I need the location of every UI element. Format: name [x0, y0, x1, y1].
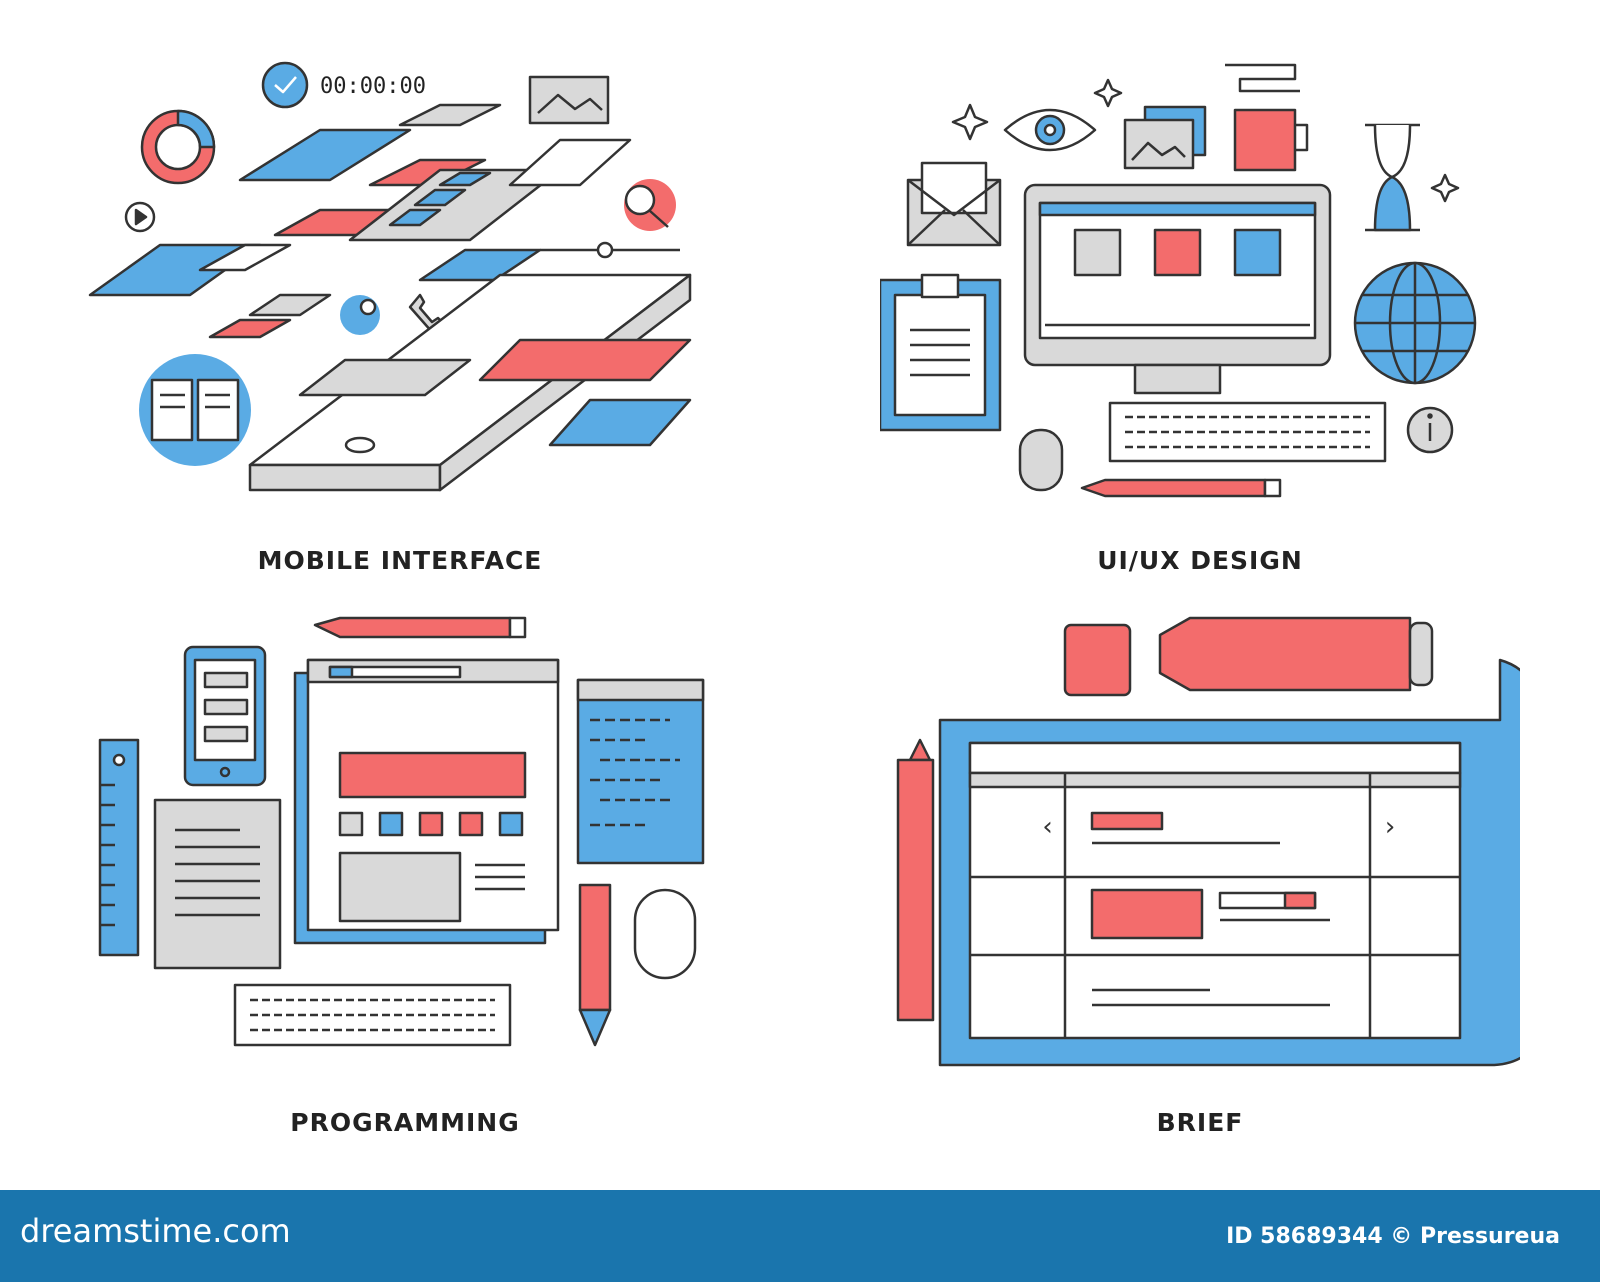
brief-illustration: ‹ › [896, 616, 1520, 1067]
settings-icon [340, 295, 380, 335]
monitor-illustration [1023, 183, 1332, 395]
highlighter-icon [1063, 616, 1434, 697]
svg-text:›: › [1382, 812, 1398, 842]
caption-brief: BRIEF [1156, 1108, 1244, 1137]
image-icon [528, 75, 610, 125]
globe-icon [1353, 261, 1477, 385]
keyboard-icon [233, 983, 512, 1047]
mouse-icon [633, 888, 697, 980]
ui-ux-design-illustration [880, 63, 1477, 498]
ruler-icon [98, 738, 140, 957]
caption-ui-ux-design: UI/UX DESIGN [1097, 546, 1303, 575]
code-editor-illustration [576, 678, 705, 865]
keyboard-icon [1108, 401, 1387, 463]
info-icon [1406, 406, 1454, 454]
pencil-icon [313, 616, 527, 639]
pencil-icon [896, 738, 935, 1022]
donut-chart-icon [140, 109, 216, 185]
pencil-icon [1080, 478, 1282, 498]
caption-programming: PROGRAMMING [290, 1108, 520, 1137]
mobile-interface-illustration: 00:00:00 [88, 61, 692, 492]
phone-device-illustration [248, 273, 692, 492]
book-icon [139, 354, 251, 466]
hourglass-icon [1365, 123, 1420, 232]
footer-bar: dreamstime.com ID 58689344 © Pressureua [0, 1190, 1600, 1282]
blueprint-illustration: ‹ › [938, 658, 1520, 1067]
photo-icon [1123, 105, 1207, 170]
pen-icon [578, 883, 612, 1047]
clock-icon [261, 61, 309, 109]
smartphone-icon [183, 645, 267, 787]
browser-window-illustration [293, 658, 560, 945]
svg-text:‹: ‹ [1040, 812, 1056, 842]
search-icon [624, 179, 676, 231]
brand-logo[interactable]: dreamstime.com [20, 1212, 291, 1250]
caption-mobile-interface: MOBILE INTERFACE [257, 546, 543, 575]
document-icon [153, 798, 282, 970]
clipboard-icon [880, 273, 1002, 432]
eye-icon [1003, 108, 1097, 152]
mouse-icon [1018, 428, 1064, 492]
coffee-cup-icon [1233, 108, 1309, 172]
image-credit: ID 58689344 © Pressureua [1226, 1224, 1560, 1249]
mail-icon [906, 161, 1002, 247]
programming-illustration [98, 616, 705, 1047]
timer-display: 00:00:00 [320, 74, 426, 99]
